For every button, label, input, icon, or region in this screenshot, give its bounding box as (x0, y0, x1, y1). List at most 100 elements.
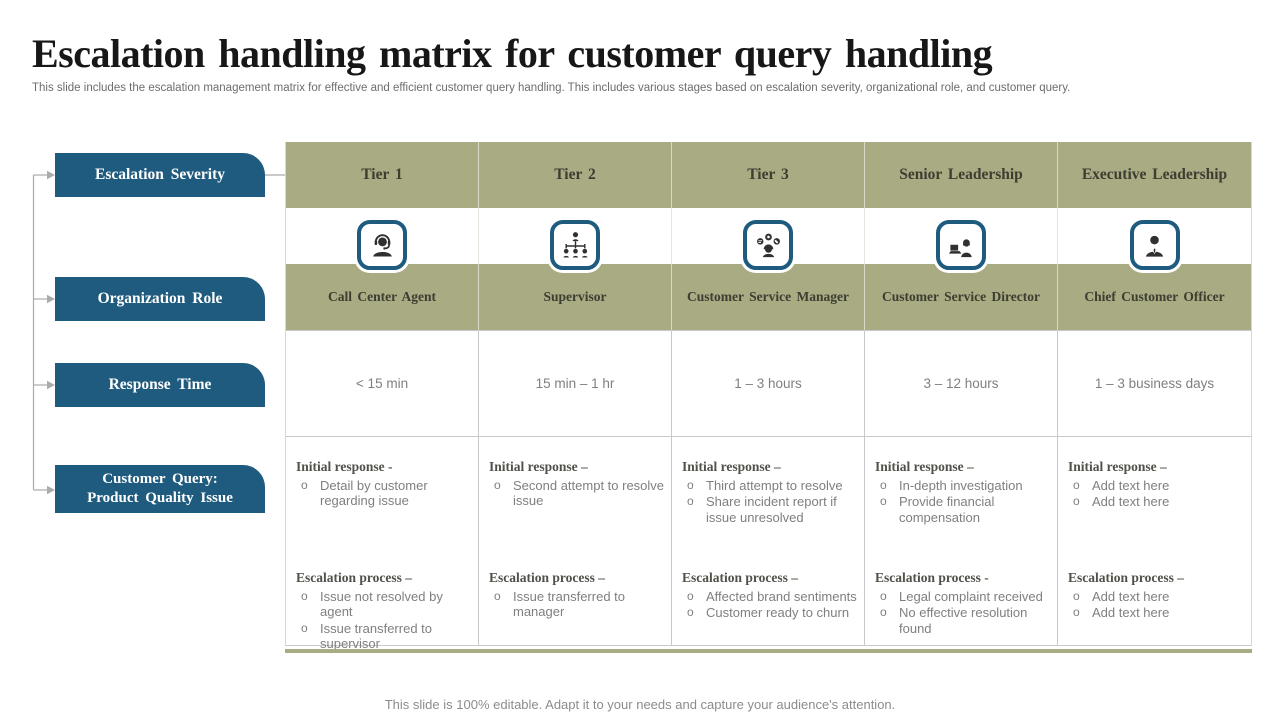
bullet-text: Add text here (1092, 478, 1170, 493)
bullet-marker: o (880, 589, 887, 603)
initial-response-block-heading: Initial response – (489, 459, 588, 474)
bullet-text: No effective resolution found (899, 605, 1028, 636)
row-label-customer-query: Customer Query: Product Quality Issue (55, 465, 265, 513)
initial-response-block: Initial response – o In-depth investigatio… (875, 437, 1051, 525)
bullet-marker: o (494, 478, 501, 492)
bullet-item: o Provide financial compensation (875, 494, 1051, 525)
bullet-text: Issue not resolved by agent (320, 589, 443, 620)
bullet-marker: o (880, 494, 887, 509)
tier-header-cell: Senior Leadership (865, 142, 1058, 208)
initial-response-block-heading: Initial response – (682, 459, 781, 474)
bullet-text: In-depth investigation (899, 478, 1023, 493)
bullet-text: Customer ready to churn (706, 605, 850, 621)
customer-query-cell: Initial response – o Third attempt to reso… (672, 437, 865, 646)
slide-title: Escalation handling matrix for customer … (32, 31, 993, 76)
customer-service-director-icon (936, 220, 986, 270)
call-center-agent-icon (357, 220, 407, 270)
bullet-item: o In-depth investigation (875, 478, 1051, 493)
bullet-marker: o (687, 494, 694, 509)
escalation-process-block: Escalation process - o Legal complaint rec… (875, 570, 1051, 637)
bullet-item: o Issue transferred to supervisor (296, 621, 472, 652)
bullet-marker: o (687, 605, 694, 620)
response-time-cell: < 15 min (286, 330, 479, 437)
bullet-item: o Add text here (1068, 494, 1245, 509)
response-time-cell: 15 min – 1 hr (479, 330, 672, 437)
role-cell: Call Center Agent (286, 264, 479, 330)
bullet-marker: o (1073, 494, 1080, 509)
bullet-marker: o (301, 620, 308, 635)
bullet-text: Issue transferred to manager (513, 589, 625, 620)
bullet-text: Add text here (1092, 605, 1170, 621)
bullet-text: Third attempt to resolve (706, 478, 843, 493)
bullet-marker: o (880, 478, 887, 492)
role-cell: Supervisor (479, 264, 672, 330)
escalation-process-block-heading: Escalation process - (875, 570, 989, 585)
bullet-item: o Customer ready to churn (682, 605, 858, 620)
bullet-text: Issue transferred to supervisor (320, 620, 432, 651)
table-bottom-accent-bar (285, 649, 1252, 653)
flow-connector (32, 170, 286, 495)
bullet-marker: o (301, 478, 308, 492)
escalation-process-block: Escalation process – o Issue transferred t… (489, 570, 665, 621)
role-cell: Customer Service Director (865, 264, 1058, 330)
supervisor-hierarchy-icon (550, 220, 600, 270)
bullet-marker: o (1073, 478, 1080, 492)
bullet-marker: o (301, 589, 308, 603)
icon-band-cell (672, 208, 865, 270)
initial-response-block: Initial response – o Second attempt to res… (489, 437, 665, 509)
escalation-process-block: Escalation process – o Affected brand sent… (682, 570, 858, 622)
bullet-item: o Issue not resolved by agent (296, 589, 472, 620)
bullet-text: Legal complaint received (899, 589, 1043, 604)
row-label-escalation-severity: Escalation Severity (55, 153, 265, 197)
response-time-cell: 1 – 3 business days (1058, 330, 1251, 437)
row-label-response-time: Response Time (55, 363, 265, 407)
bullet-marker: o (880, 605, 887, 620)
bullet-marker: o (687, 589, 694, 603)
bullet-item: o Add text here (1068, 589, 1245, 604)
bullet-item: o Second attempt to resolve issue (489, 478, 665, 509)
arrowhead-icon (47, 170, 55, 495)
tier-header-cell: Tier 2 (479, 142, 672, 208)
escalation-process-block-heading: Escalation process – (682, 570, 799, 585)
customer-query-cell: Initial response – o Second attempt to res… (479, 437, 672, 646)
bullet-text: Provide financial compensation (899, 494, 995, 525)
bullet-text: Add text here (1092, 589, 1170, 604)
bullet-item: o Legal complaint received (875, 589, 1051, 604)
icon-band-cell (1058, 208, 1251, 270)
bullet-text: Affected brand sentiments (706, 589, 857, 604)
customer-service-manager-icon (743, 220, 793, 270)
customer-query-cell: Initial response – o In-depth investigatio… (865, 437, 1058, 646)
initial-response-block-heading: Initial response - (296, 459, 393, 474)
tier-header-cell: Tier 3 (672, 142, 865, 208)
escalation-process-block-heading: Escalation process – (489, 570, 606, 585)
tier-header-cell: Tier 1 (286, 142, 479, 208)
slide-subtitle: This slide includes the escalation manag… (32, 82, 1071, 94)
bullet-marker: o (687, 478, 694, 492)
bullet-marker: o (1073, 589, 1080, 603)
escalation-process-block-heading: Escalation process – (1068, 570, 1185, 585)
bullet-text: Add text here (1092, 494, 1170, 510)
initial-response-block-heading: Initial response – (875, 459, 974, 474)
bullet-item: o Add text here (1068, 478, 1245, 493)
response-time-cell: 3 – 12 hours (865, 330, 1058, 437)
icon-band-cell (479, 208, 672, 270)
initial-response-block: Initial response – o Third attempt to reso… (682, 437, 858, 525)
role-cell: Customer Service Manager (672, 264, 865, 330)
slide-footer-note: This slide is 100% editable. Adapt it to… (384, 697, 896, 712)
chief-customer-officer-icon (1129, 220, 1180, 270)
bullet-text: Second attempt to resolve issue (513, 478, 665, 509)
bullet-marker: o (494, 589, 501, 603)
bullet-item: o Affected brand sentiments (682, 589, 858, 604)
bullet-item: o No effective resolution found (875, 605, 1051, 636)
